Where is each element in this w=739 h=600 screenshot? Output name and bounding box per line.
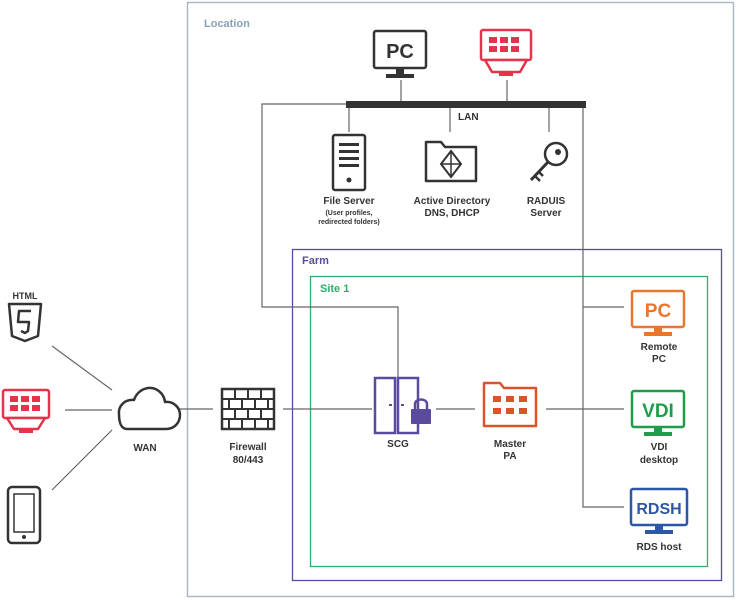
file-server-icon: [331, 133, 367, 192]
remote-pc-badge: PC: [645, 301, 672, 322]
active-directory-line-1: Active Directory: [414, 196, 491, 207]
radius-key-icon: [529, 141, 569, 182]
farm-zone: [291, 248, 723, 582]
lan-pc-badge: PC: [386, 41, 414, 63]
vdi-line-2: desktop: [640, 455, 678, 466]
radius-line-1: RADUIS: [527, 196, 566, 207]
master-pa-icon: [482, 381, 538, 428]
file-server-note-1: (User profiles,: [325, 210, 372, 217]
wan-label: WAN: [133, 443, 156, 454]
client-connectors: [51, 345, 624, 491]
file-server-note-2: redirected folders): [318, 219, 379, 226]
lan-bus: [346, 101, 586, 108]
vdi-line-1: VDI: [651, 442, 668, 453]
firewall-line-1: Firewall: [229, 442, 266, 453]
receiver-client-icon: [1, 388, 51, 433]
remote-pc-icon: PC: [630, 289, 686, 336]
file-server-title: File Server: [323, 196, 374, 207]
rdsh-badge: RDSH: [636, 501, 681, 518]
rdsh-host-icon: RDSH: [629, 487, 689, 534]
rdsh-line-1: RDS host: [637, 542, 683, 553]
html5-icon: HTML: [7, 291, 43, 343]
location-zone: [186, 1, 735, 598]
lan-connectors: [261, 80, 624, 508]
firewall-icon: [220, 387, 276, 431]
location-label: Location: [204, 18, 250, 30]
site-label: Site 1: [320, 283, 349, 295]
radius-line-2: Server: [530, 208, 561, 219]
lan-pc-icon: PC: [372, 29, 428, 78]
active-directory-icon: [424, 140, 478, 183]
vdi-badge: VDI: [642, 401, 674, 422]
wan-cloud-icon: [117, 386, 182, 431]
master-pa-line-2: PA: [503, 451, 516, 462]
lan-receiver-icon: [479, 28, 533, 76]
scg-label: SCG: [387, 439, 409, 450]
site-zone: [309, 275, 709, 568]
active-directory-line-2: DNS, DHCP: [424, 208, 479, 219]
remote-pc-line-2: PC: [652, 354, 666, 365]
master-pa-line-1: Master: [494, 439, 526, 450]
scg-gateway-icon: [373, 376, 431, 435]
remote-pc-line-1: Remote: [641, 342, 678, 353]
farm-label: Farm: [302, 255, 329, 267]
firewall-line-2: 80/443: [233, 455, 264, 466]
mobile-device-icon: [6, 485, 42, 545]
vdi-desktop-icon: VDI: [630, 389, 686, 436]
html5-badge: HTML: [13, 291, 38, 301]
lan-label: LAN: [458, 112, 479, 123]
